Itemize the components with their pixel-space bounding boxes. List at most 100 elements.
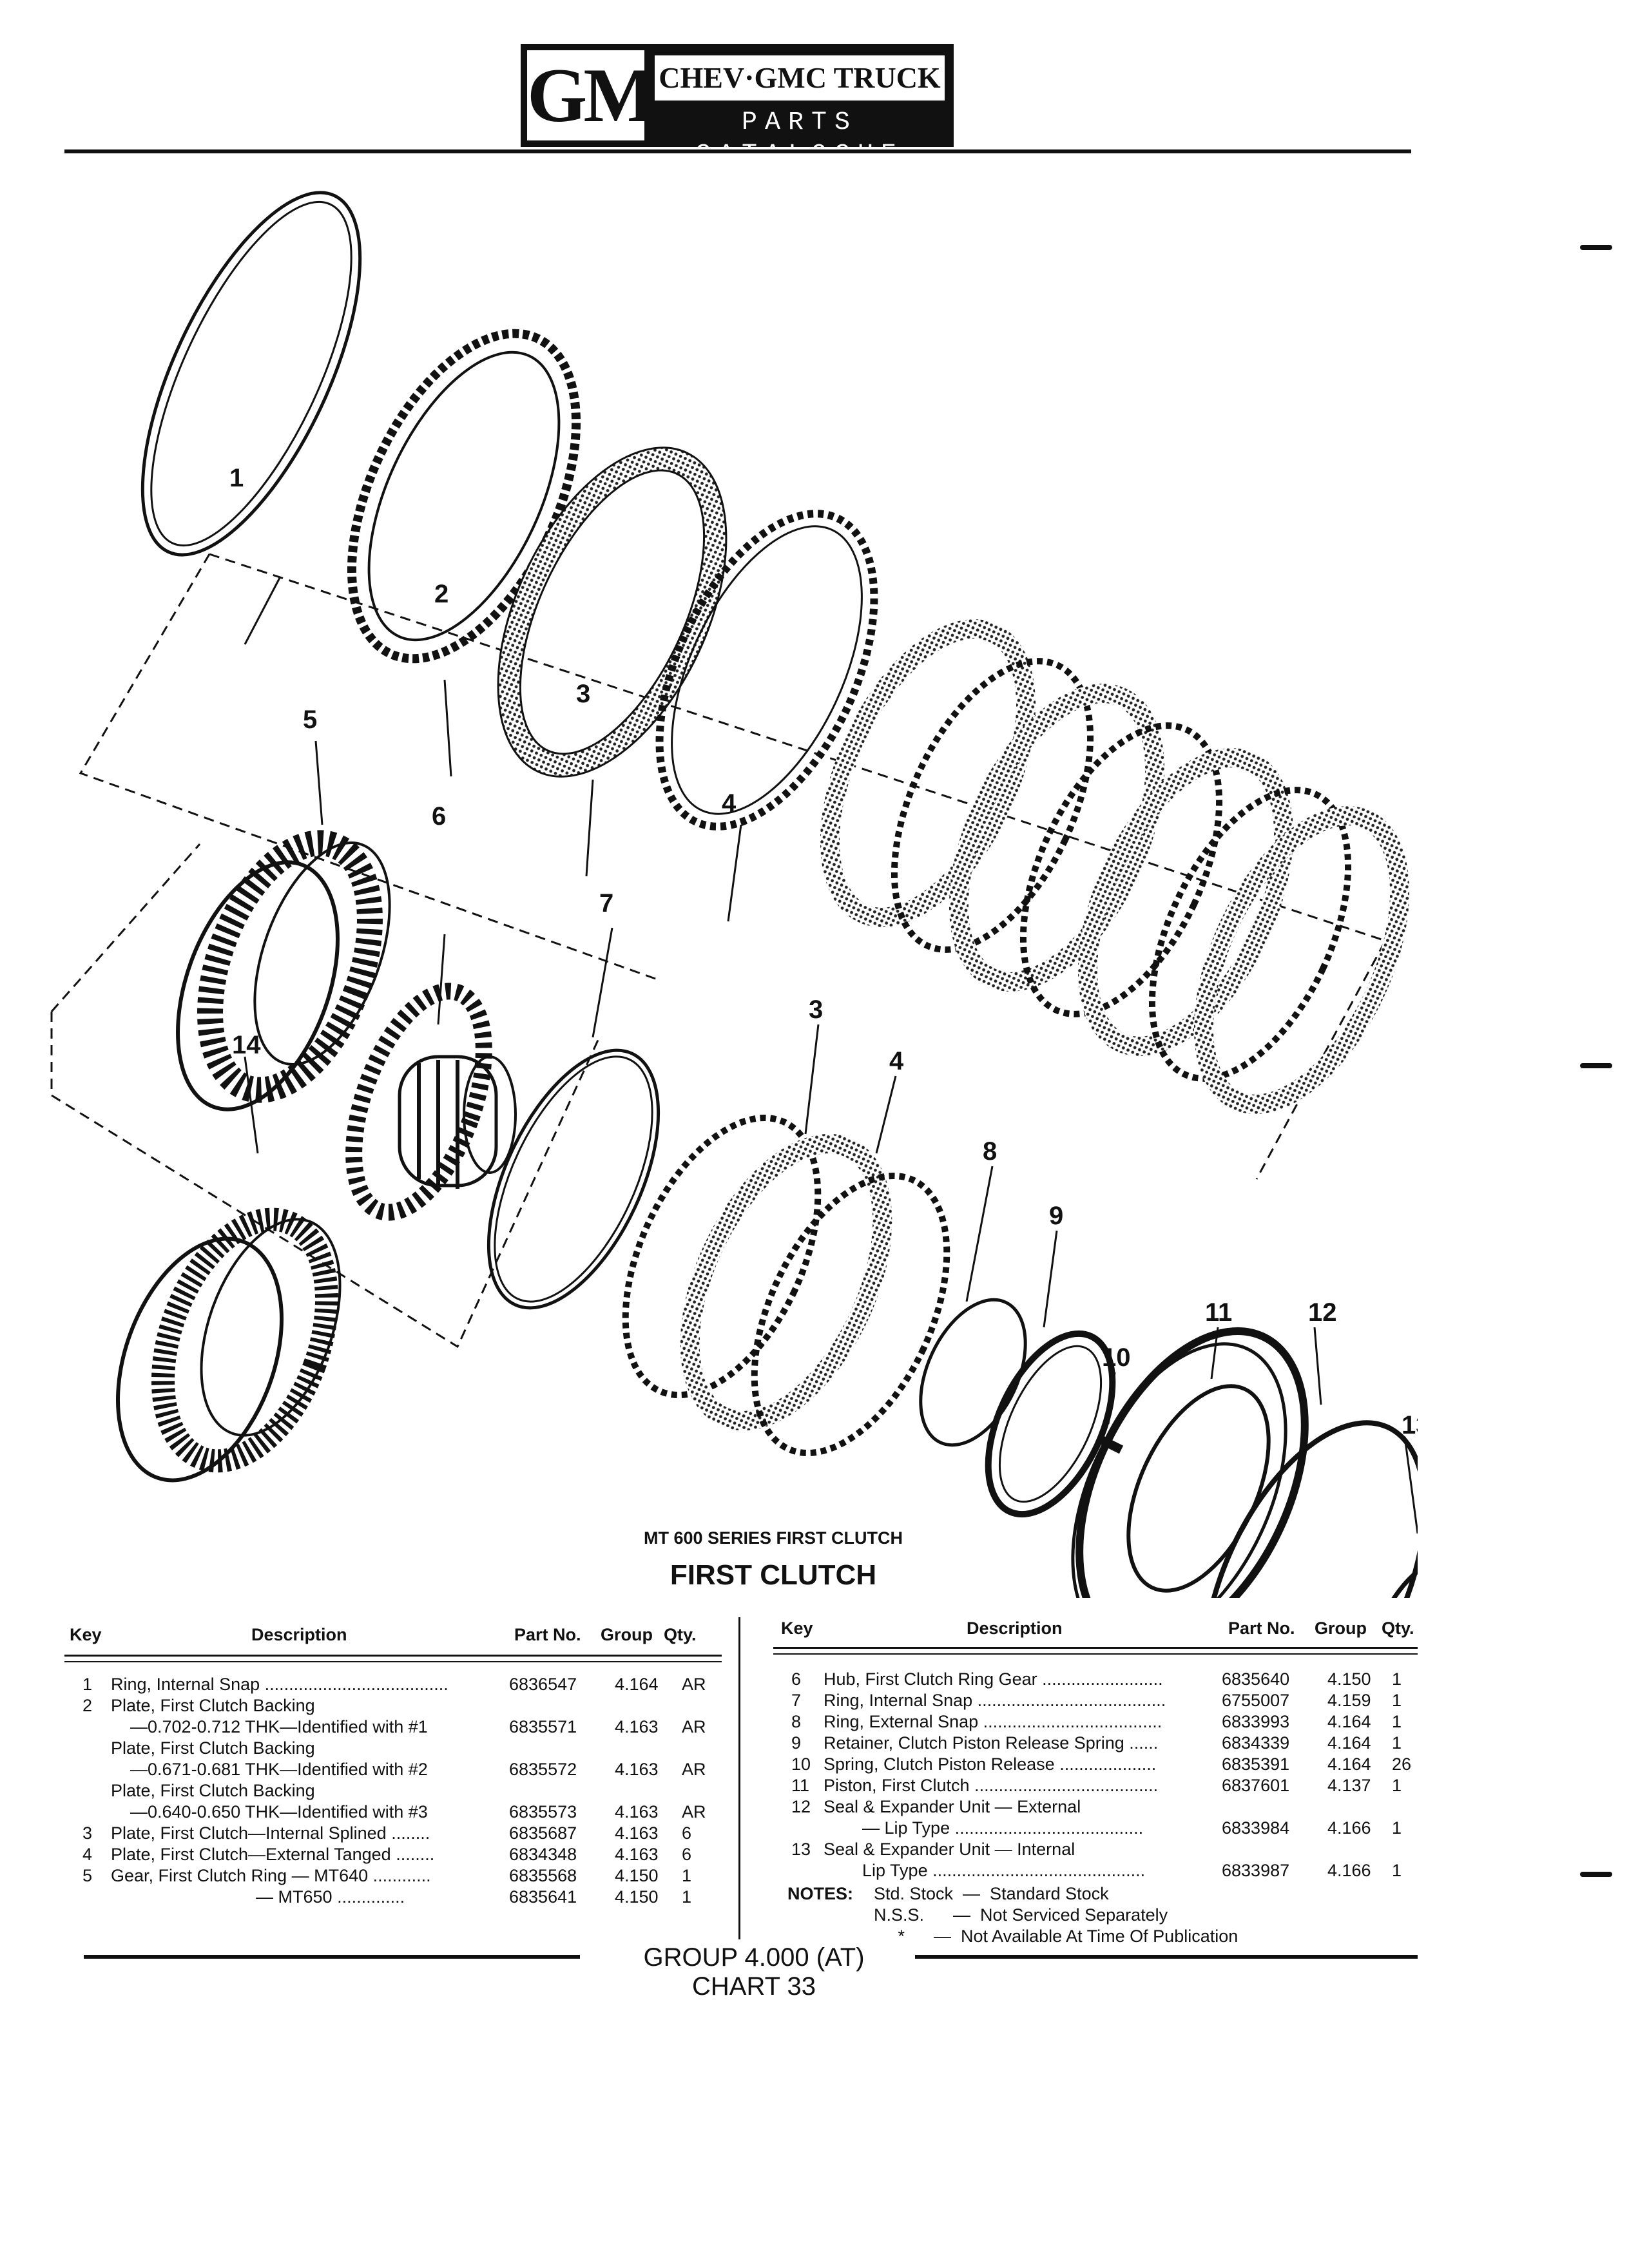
part-qty: 1 — [1392, 1712, 1402, 1731]
dashed-guide-line — [50, 843, 201, 1012]
left-header-group: Group — [601, 1625, 653, 1644]
part-group: 4.163 — [615, 1717, 659, 1736]
callout-12: 12 — [1308, 1298, 1337, 1327]
part-description: Retainer, Clutch Piston Release Spring .… — [824, 1733, 1159, 1753]
part-number: 6835571 — [509, 1717, 577, 1736]
part-3-internal-splined-plate — [498, 448, 726, 776]
part-group: 4.164 — [615, 1675, 659, 1694]
part-description: — MT650 .............. — [111, 1887, 405, 1907]
part-group: 4.137 — [1327, 1776, 1371, 1795]
footer-rule-left — [84, 1955, 580, 1959]
part-number: 6837601 — [1222, 1776, 1290, 1795]
part-group: 4.159 — [1327, 1691, 1371, 1710]
part-description: Ring, Internal Snap ....................… — [824, 1691, 1166, 1710]
part-description: Seal & Expander Unit — External — [824, 1797, 1081, 1816]
part-group: 4.163 — [615, 1823, 659, 1843]
callout-13: 13 — [1402, 1411, 1418, 1439]
part-number: 6835568 — [509, 1866, 577, 1885]
part-number: 6835391 — [1222, 1754, 1290, 1774]
margin-mark — [1580, 1063, 1612, 1068]
callout-14: 14 — [232, 1031, 261, 1059]
part-8-external-snap-ring — [919, 1298, 1027, 1447]
part-description: Ring, Internal Snap ....................… — [111, 1675, 448, 1694]
part-qty: 6 — [682, 1823, 692, 1843]
right-header-part-no: Part No. — [1228, 1619, 1295, 1638]
margin-mark — [1580, 1872, 1612, 1877]
part-qty: 1 — [682, 1887, 692, 1907]
part-qty: 1 — [1392, 1733, 1402, 1753]
callout-8: 8 — [983, 1137, 997, 1166]
part-qty: AR — [682, 1760, 706, 1779]
part-group: 4.163 — [615, 1760, 659, 1779]
dashed-guide-line — [79, 553, 658, 981]
part-number: 6834339 — [1222, 1733, 1290, 1753]
callout-7: 7 — [599, 889, 613, 918]
part-description: —0.671-0.681 THK—Identified with #2 — [111, 1760, 428, 1779]
part-qty: 6 — [682, 1845, 692, 1864]
part-number: 6834348 — [509, 1845, 577, 1864]
part-7-snap-ring — [487, 1048, 660, 1310]
part-qty: 1 — [1392, 1669, 1402, 1689]
part-group: 4.163 — [615, 1802, 659, 1821]
part-number: 6835573 — [509, 1802, 577, 1821]
part-group: 4.164 — [1327, 1712, 1371, 1731]
part-description: — Lip Type .............................… — [824, 1818, 1144, 1838]
part-11-first-clutch-piston — [1071, 1327, 1309, 1598]
part-key: 7 — [791, 1691, 802, 1710]
left-header-rule — [64, 1655, 722, 1657]
notes-line: Std. Stock — Standard Stock — [874, 1884, 1109, 1903]
part-key: 13 — [791, 1840, 811, 1859]
part-qty: 1 — [682, 1866, 692, 1885]
part-number: 6833993 — [1222, 1712, 1290, 1731]
part-description: Lip Type ...............................… — [824, 1861, 1146, 1880]
part-qty: AR — [682, 1717, 706, 1736]
exploded-view-diagram: 1 2 3 4 5 6 7 14 3 4 8 9 10 11 12 13 — [50, 191, 1418, 1598]
part-key: 5 — [82, 1866, 93, 1885]
part-key: 2 — [82, 1696, 93, 1715]
part-description: Plate, First Clutch—External Tanged ....… — [111, 1845, 435, 1864]
part-qty: AR — [682, 1802, 706, 1821]
clutch-pack-stack — [820, 619, 1410, 1114]
figure-caption-title: FIRST CLUTCH — [670, 1559, 877, 1591]
notes-label: NOTES: — [787, 1884, 854, 1903]
left-header-part-no: Part No. — [514, 1625, 581, 1644]
callout-1: 1 — [229, 464, 244, 492]
callout-10: 10 — [1102, 1343, 1131, 1372]
part-description: Hub, First Clutch Ring Gear ............… — [824, 1669, 1163, 1689]
part-number: 6835640 — [1222, 1669, 1290, 1689]
notes-line: N.S.S. — Not Serviced Separately — [874, 1905, 1168, 1925]
part-qty: 1 — [1392, 1776, 1402, 1795]
part-description: Spring, Clutch Piston Release ..........… — [824, 1754, 1157, 1774]
part-group: 4.166 — [1327, 1818, 1371, 1838]
part-key: 10 — [791, 1754, 811, 1774]
part-description: Plate, First Clutch Backing — [111, 1781, 315, 1800]
callout-4: 4 — [722, 789, 737, 818]
right-header-group: Group — [1315, 1619, 1367, 1638]
part-key: 12 — [791, 1797, 811, 1816]
part-qty: 1 — [1392, 1861, 1402, 1880]
part-description: —0.640-0.650 THK—Identified with #3 — [111, 1802, 428, 1821]
part-description: Plate, First Clutch Backing — [111, 1696, 315, 1715]
part-number: 6755007 — [1222, 1691, 1290, 1710]
part-key: 8 — [791, 1712, 802, 1731]
part-description: Plate, First Clutch—Internal Splined ...… — [111, 1823, 430, 1843]
part-4-external-tanged-plate-lower — [622, 1114, 822, 1399]
right-header-description: Description — [967, 1619, 1063, 1638]
part-group: 4.150 — [1327, 1669, 1371, 1689]
figure-caption-small: MT 600 SERIES FIRST CLUTCH — [643, 1528, 903, 1548]
part-key: 3 — [82, 1823, 93, 1843]
callout-3-lower: 3 — [809, 995, 823, 1024]
left-header-qty: Qty. — [664, 1625, 697, 1644]
leader-lines — [244, 576, 1418, 1534]
part-number: 6835572 — [509, 1760, 577, 1779]
gm-logo: GM — [527, 50, 657, 140]
part-group: 4.150 — [615, 1866, 659, 1885]
part-description: Gear, First Clutch Ring — MT640 ........… — [111, 1866, 431, 1885]
right-header-rule — [773, 1647, 1418, 1649]
part-qty: 26 — [1392, 1754, 1412, 1774]
part-number: 6833987 — [1222, 1861, 1290, 1880]
footer-chart-reference: GROUP 4.000 (AT) CHART 33 — [643, 1943, 865, 2001]
callout-9: 9 — [1049, 1202, 1063, 1230]
part-12-external-seal — [1202, 1420, 1418, 1598]
part-key: 9 — [791, 1733, 802, 1753]
